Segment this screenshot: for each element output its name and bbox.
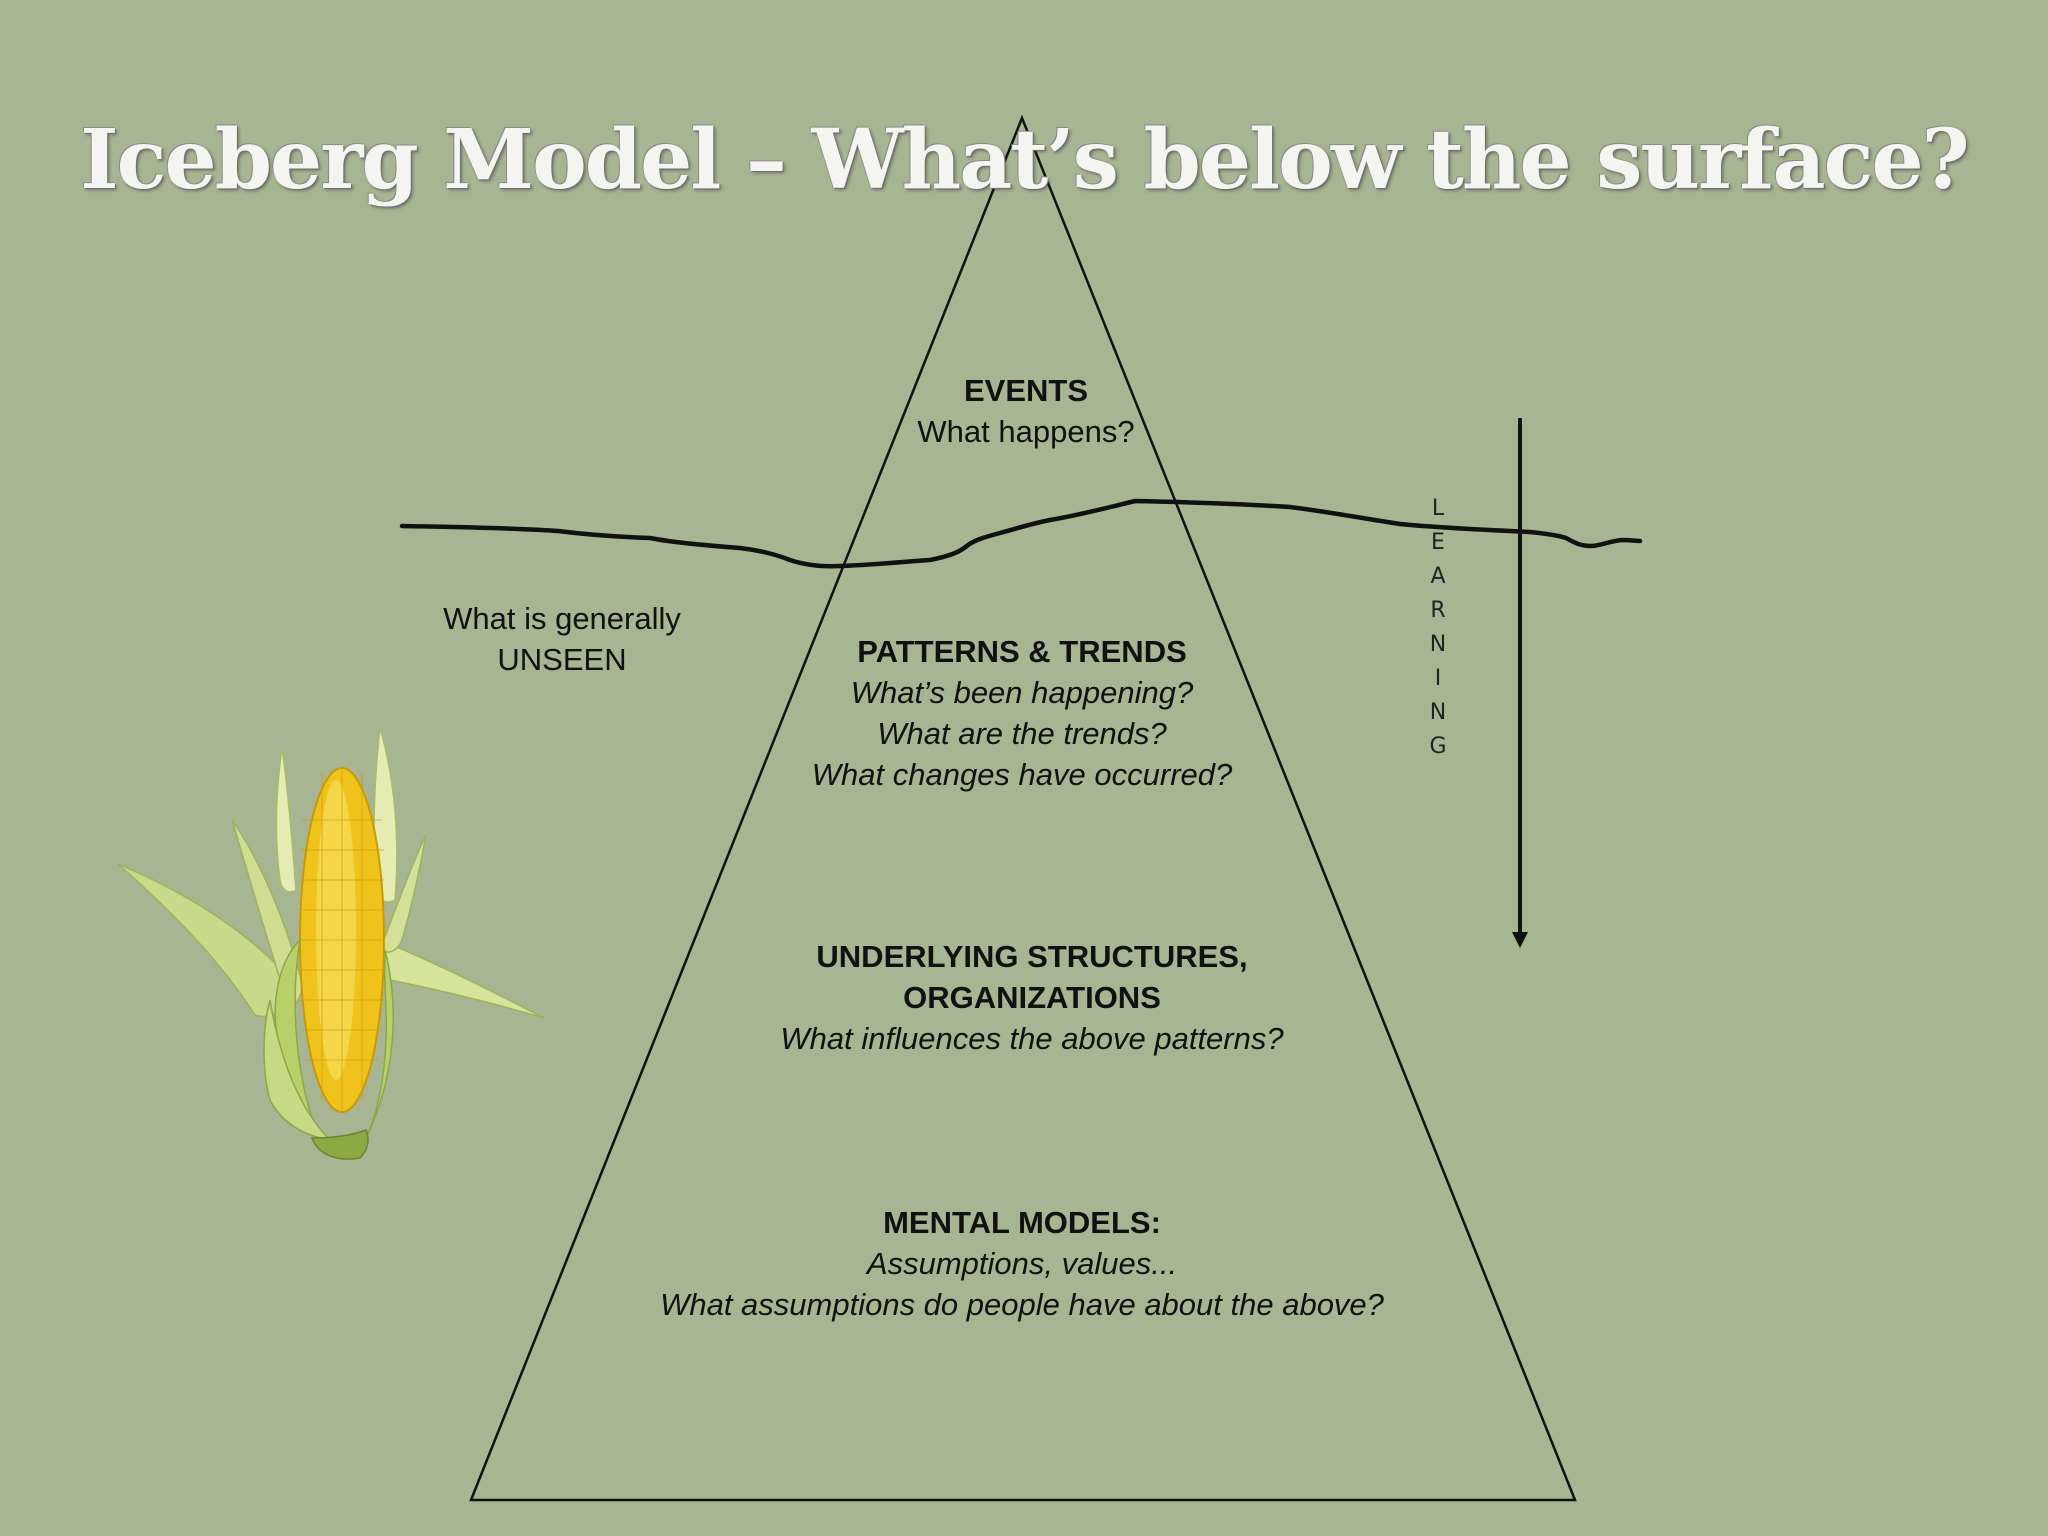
structures-heading-line-1: UNDERLYING STRUCTURES, bbox=[816, 939, 1248, 974]
mental-models-block: MENTAL MODELS: Assumptions, values... Wh… bbox=[572, 1202, 1472, 1325]
patterns-heading: PATTERNS & TRENDS bbox=[857, 634, 1187, 669]
learning-letter: R bbox=[1430, 598, 1446, 623]
patterns-question: What’s been happening? bbox=[850, 675, 1194, 710]
mental-models-line-2: What assumptions do people have about th… bbox=[660, 1287, 1384, 1322]
learning-letter: A bbox=[1430, 564, 1446, 589]
learning-letter: E bbox=[1431, 530, 1445, 555]
unseen-line-2: UNSEEN bbox=[497, 642, 627, 677]
unseen-line-1: What is generally bbox=[443, 601, 681, 636]
learning-letter: I bbox=[1434, 666, 1442, 691]
mental-models-heading: MENTAL MODELS: bbox=[883, 1205, 1161, 1240]
learning-letter: G bbox=[1429, 734, 1447, 759]
structures-question: What influences the above patterns? bbox=[780, 1021, 1284, 1056]
water-surface-line bbox=[399, 498, 1643, 569]
events-question: What happens? bbox=[917, 414, 1135, 449]
events-block: EVENTS What happens? bbox=[826, 370, 1226, 452]
unseen-label: What is generally UNSEEN bbox=[412, 598, 712, 680]
learning-label: L E A R N I N G bbox=[1416, 492, 1460, 764]
slide-title: Iceberg Model – What’s below the surface… bbox=[80, 112, 1969, 208]
mental-models-line-1: Assumptions, values... bbox=[866, 1246, 1178, 1281]
learning-letter: L bbox=[1431, 496, 1445, 521]
patterns-question: What changes have occurred? bbox=[811, 757, 1233, 792]
learning-letter: N bbox=[1429, 632, 1447, 657]
patterns-block: PATTERNS & TRENDS What’s been happening?… bbox=[722, 631, 1322, 795]
learning-arrowhead-icon bbox=[1512, 932, 1528, 948]
events-heading: EVENTS bbox=[963, 373, 1089, 408]
corn-cob-icon bbox=[117, 727, 545, 1160]
structures-block: UNDERLYING STRUCTURES, ORGANIZATIONS Wha… bbox=[682, 936, 1382, 1059]
learning-letter: N bbox=[1429, 700, 1447, 725]
patterns-question: What are the trends? bbox=[877, 716, 1167, 751]
structures-heading-line-2: ORGANIZATIONS bbox=[903, 980, 1161, 1015]
iceberg-triangle bbox=[469, 114, 1577, 1502]
